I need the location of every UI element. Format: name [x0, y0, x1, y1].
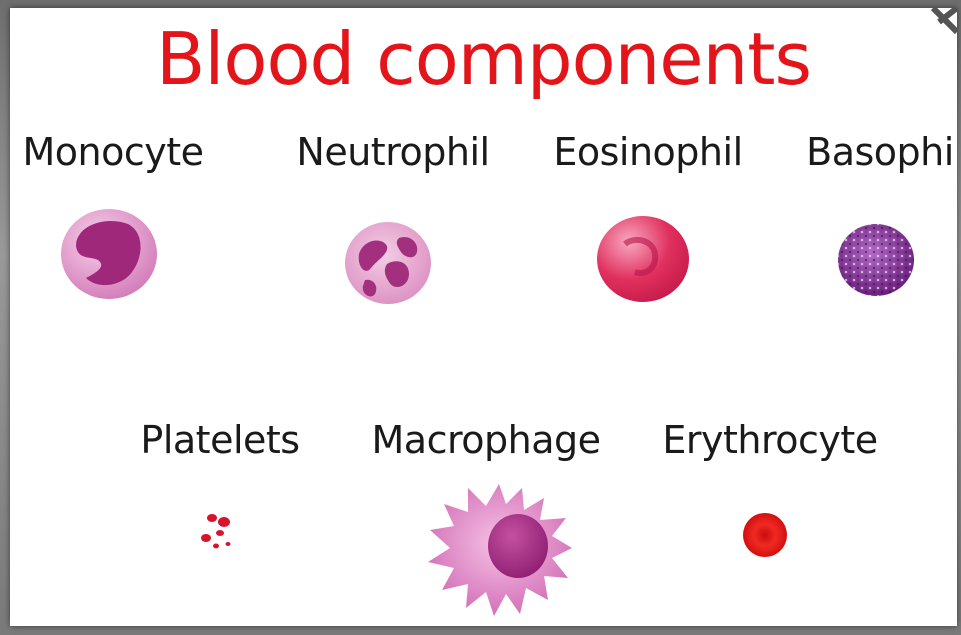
macrophage-cell-illustration: [424, 480, 574, 620]
label-neutrophil: Neutrophil: [288, 130, 498, 174]
diagram-title: Blood components: [10, 16, 957, 102]
label-monocyte: Monocyte: [18, 130, 208, 174]
basophil-cell-illustration: [836, 222, 916, 298]
label-eosinophil: Eosinophil: [548, 130, 748, 174]
erythrocyte-cell-illustration: [742, 512, 788, 558]
label-platelets: Platelets: [130, 418, 310, 462]
diagram-sheet: Blood components Monocyte Neutrophil Eos…: [10, 8, 957, 626]
monocyte-cell-illustration: [58, 206, 160, 302]
label-macrophage: Macrophage: [368, 418, 604, 462]
eosinophil-cell-illustration: [595, 214, 691, 304]
label-basophil: Basophil: [800, 130, 957, 174]
platelets-illustration: [198, 508, 240, 554]
label-erythrocyte: Erythrocyte: [650, 418, 890, 462]
neutrophil-cell-illustration: [343, 220, 433, 306]
